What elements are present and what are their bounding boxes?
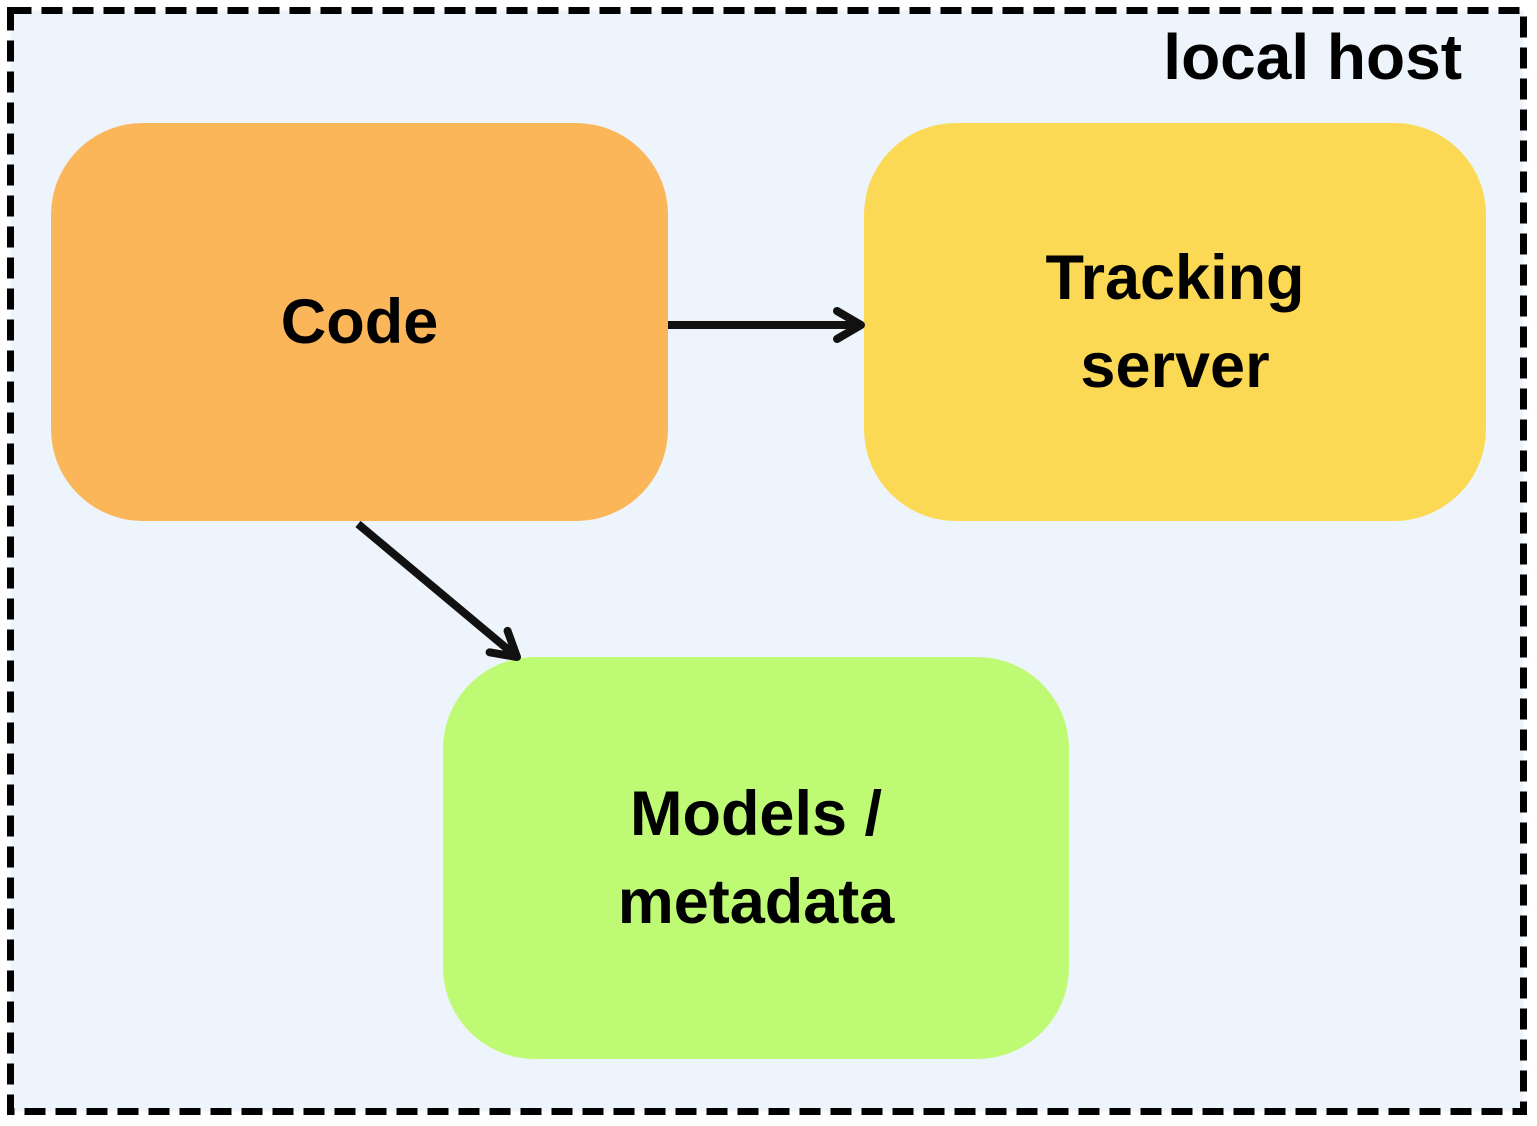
node-code-label: Code <box>280 287 439 357</box>
node-models-metadata: Models / metadata <box>443 657 1069 1059</box>
node-tracking-server: Tracking server <box>864 123 1486 521</box>
node-tracking-server-label-line-1: Tracking <box>1045 243 1305 313</box>
node-tracking-server-label-line-2: server <box>1080 331 1270 401</box>
container-dashed-border <box>7 7 1527 1115</box>
container-label-local-host: local host <box>1163 21 1462 93</box>
node-models-metadata-label-line-1: Models / <box>629 779 883 849</box>
node-code: Code <box>51 123 668 521</box>
node-models-metadata-label-line-2: metadata <box>617 867 895 937</box>
